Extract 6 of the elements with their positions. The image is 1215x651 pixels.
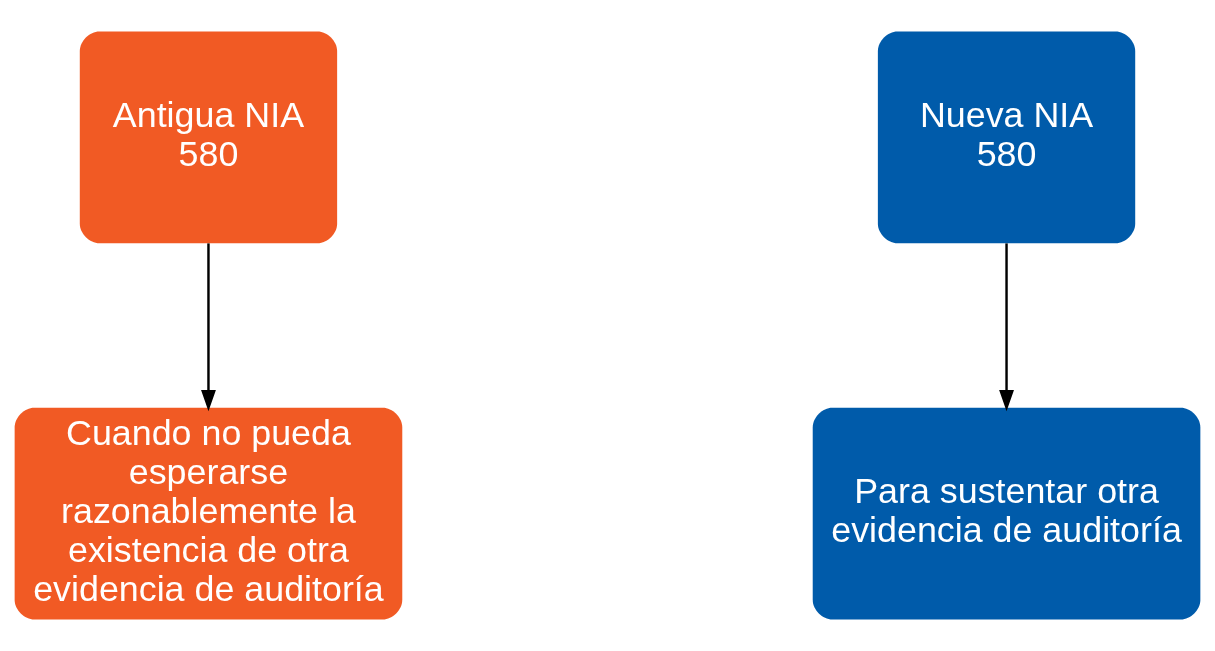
node-box: Para sustentar otra evidencia de auditoría — [812, 407, 1201, 620]
node-box: Nueva NIA 580 — [877, 31, 1136, 244]
arrow — [201, 243, 216, 412]
node-box: Antigua NIA 580 — [79, 31, 338, 244]
node-box: Cuando no pueda esperarse razonablemente la existencia de otra evidencia de auditoría — [14, 407, 403, 620]
arrow — [999, 243, 1014, 412]
